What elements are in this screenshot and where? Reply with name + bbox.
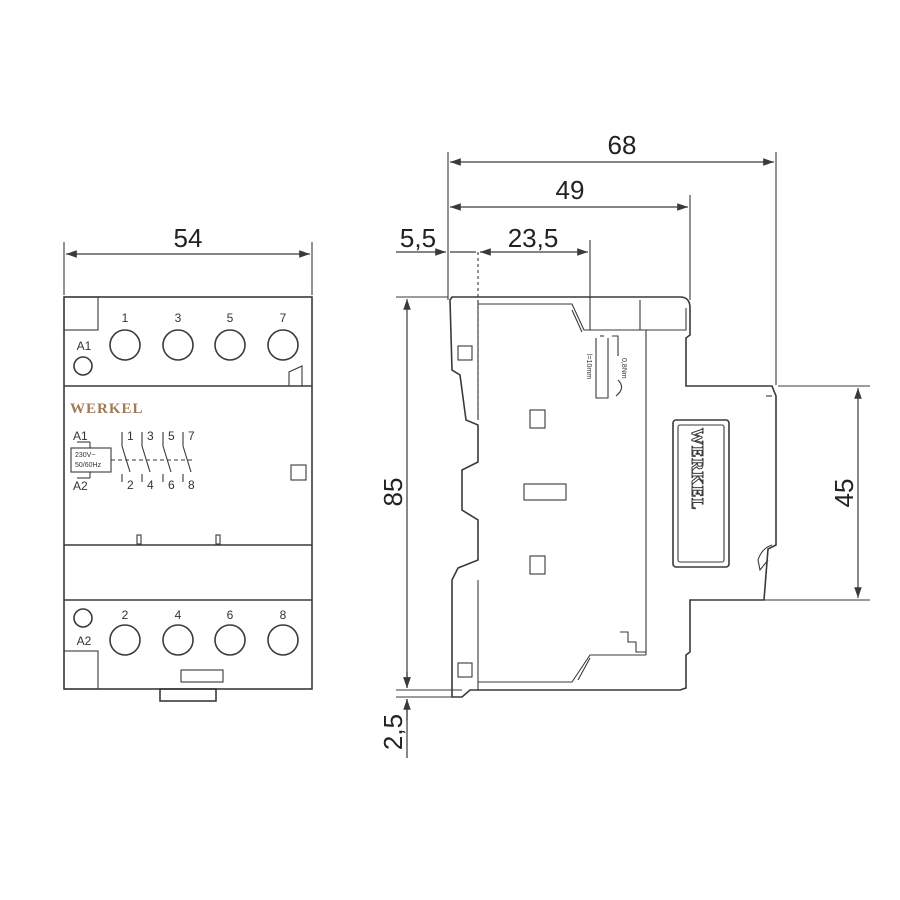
schematic-a1: A1 xyxy=(73,429,88,443)
schematic-contact-5: 5 xyxy=(168,429,175,443)
brand-logo: WERKEL xyxy=(70,401,144,417)
terminal-1 xyxy=(109,329,141,361)
schematic-contact-7: 7 xyxy=(188,429,195,443)
schematic-contact-4: 4 xyxy=(147,478,154,492)
terminal-label-8: 8 xyxy=(280,608,287,622)
schematic-contacts xyxy=(121,432,192,482)
dim-rail-height-label: 45 xyxy=(829,479,859,508)
dim-terminal-depth-label: 23,5 xyxy=(508,223,559,253)
schematic-a2: A2 xyxy=(73,479,88,493)
schematic-contact-3: 3 xyxy=(147,429,154,443)
dim-depth-to-step-label: 49 xyxy=(556,175,585,205)
terminal-4 xyxy=(162,624,194,656)
brand-plate-logo: WERKEL xyxy=(688,428,707,511)
schematic-contact-1: 1 xyxy=(127,429,134,443)
schematic-contact-6: 6 xyxy=(168,478,175,492)
terminal-label-a1: A1 xyxy=(77,339,92,353)
terminal-label-2: 2 xyxy=(122,608,129,622)
terminal-6 xyxy=(214,624,246,656)
dim-overall-depth-label: 68 xyxy=(608,130,637,160)
schematic-contact-8: 8 xyxy=(188,478,195,492)
terminal-label-a2: A2 xyxy=(77,634,92,648)
dim-offset-left-label: 5,5 xyxy=(400,223,436,253)
schematic-contact-2: 2 xyxy=(127,478,134,492)
terminal-2 xyxy=(109,624,141,656)
coil-frequency: 50/60Hz xyxy=(75,462,102,469)
terminal-label-5: 5 xyxy=(227,311,234,325)
terminal-label-4: 4 xyxy=(175,608,182,622)
terminal-label-7: 7 xyxy=(280,311,287,325)
dim-height-label: 85 xyxy=(378,478,408,507)
dim-rail-offset-label: 2,5 xyxy=(378,714,408,750)
terminal-a2 xyxy=(73,608,93,628)
terminal-label-1: 1 xyxy=(122,311,129,325)
terminal-5 xyxy=(214,329,246,361)
terminal-label-3: 3 xyxy=(175,311,182,325)
terminal-8 xyxy=(267,624,299,656)
terminal-torque: 0,8Nm xyxy=(620,358,627,379)
front-view: 54 1 3 5 7 A1 2 xyxy=(63,223,313,702)
side-profile xyxy=(449,296,777,698)
side-view: 68 49 5,5 23,5 85 45 2,5 xyxy=(378,130,870,758)
terminal-label-6: 6 xyxy=(227,608,234,622)
coil-voltage: 230V~ xyxy=(75,452,95,459)
terminal-a1 xyxy=(73,356,93,376)
terminal-7 xyxy=(267,329,299,361)
terminal-3 xyxy=(162,329,194,361)
wire-strip-length: l=10mm xyxy=(585,354,592,379)
dim-width-label: 54 xyxy=(174,223,203,253)
brand-plate xyxy=(672,419,730,568)
wiring-schematic: A1 A2 230V~ 50/60Hz 1 3 5 7 2 4 6 8 xyxy=(70,429,195,493)
